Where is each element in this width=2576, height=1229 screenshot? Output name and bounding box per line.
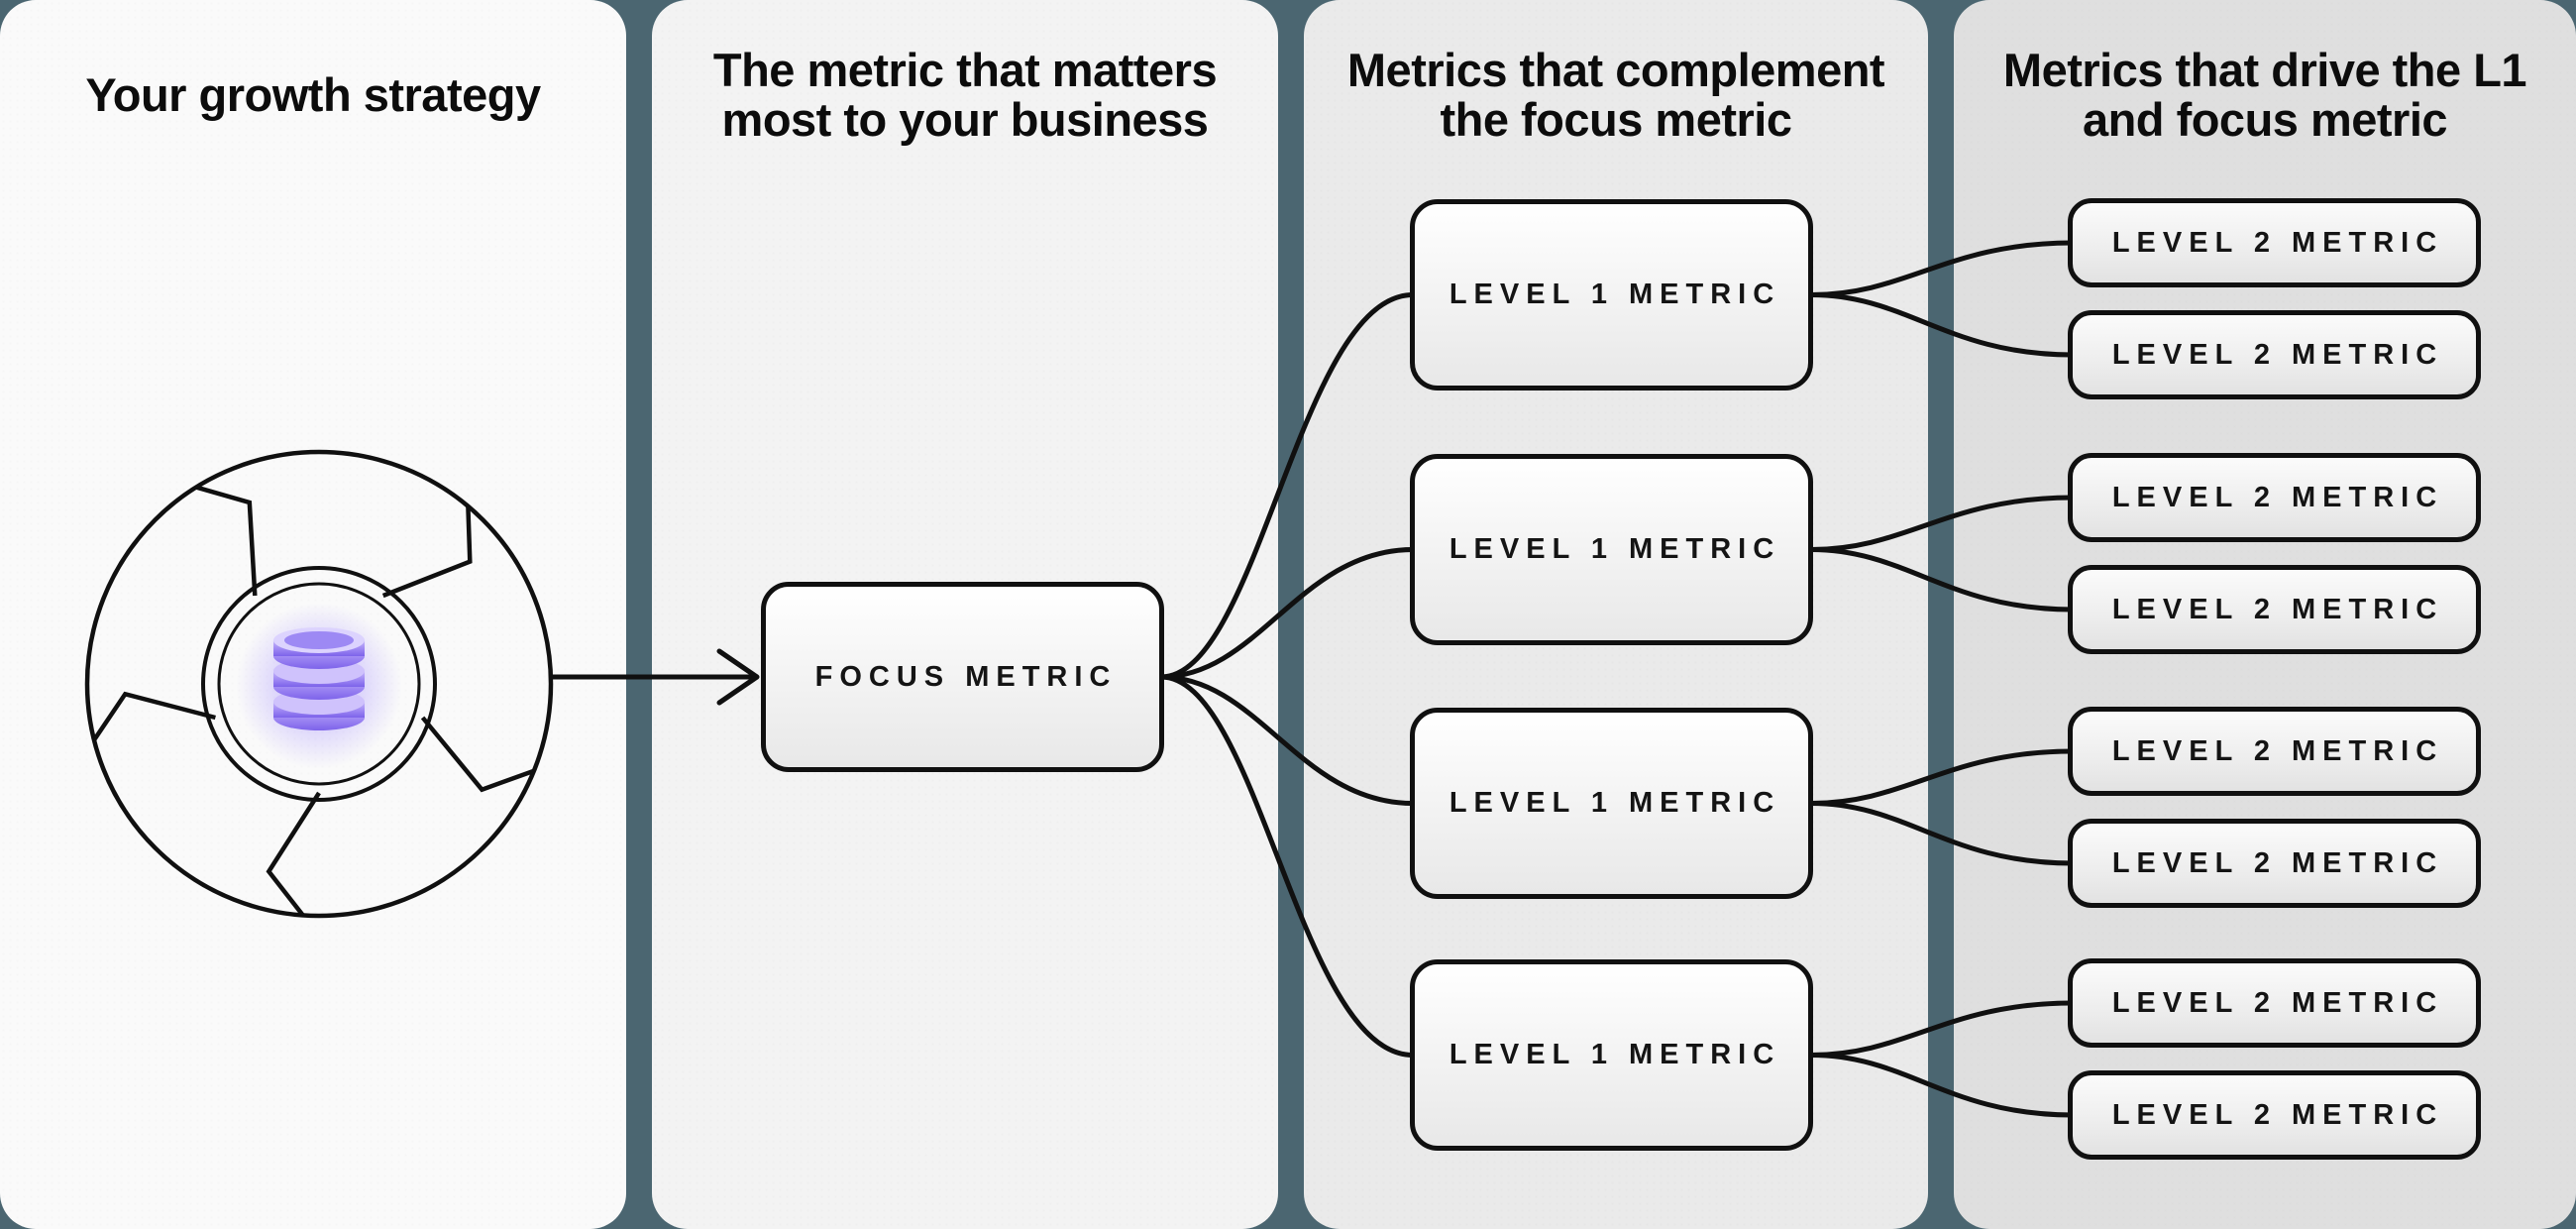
level2-metric-label: LEVEL 2 METRIC — [2111, 846, 2444, 879]
level1-metric-node-4: LEVEL 1 METRIC — [1410, 959, 1813, 1151]
level1-metric-label: LEVEL 1 METRIC — [1449, 533, 1781, 565]
level2-metric-node-6: LEVEL 2 METRIC — [2068, 819, 2481, 908]
level2-metric-node-2: LEVEL 2 METRIC — [2068, 310, 2481, 399]
level1-metric-node-3: LEVEL 1 METRIC — [1410, 708, 1813, 899]
level2-metric-node-5: LEVEL 2 METRIC — [2068, 707, 2481, 796]
level2-metric-node-1: LEVEL 2 METRIC — [2068, 198, 2481, 287]
level2-metric-node-8: LEVEL 2 METRIC — [2068, 1070, 2481, 1160]
panel-title-level2-column: Metrics that drive the L1 and focus metr… — [1954, 44, 2576, 147]
level2-metric-node-3: LEVEL 2 METRIC — [2068, 453, 2481, 542]
level2-metric-label: LEVEL 2 METRIC — [2111, 1098, 2444, 1131]
level2-metric-node-4: LEVEL 2 METRIC — [2068, 565, 2481, 654]
title-line: Metrics that drive the L1 — [2002, 44, 2527, 96]
level2-metric-node-7: LEVEL 2 METRIC — [2068, 958, 2481, 1048]
level2-metric-label: LEVEL 2 METRIC — [2111, 734, 2444, 767]
title-line: and focus metric — [2082, 93, 2448, 146]
level2-metric-label: LEVEL 2 METRIC — [2111, 986, 2444, 1019]
level1-metric-label: LEVEL 1 METRIC — [1449, 1039, 1781, 1070]
focus-metric-node: FOCUS METRIC — [761, 582, 1164, 772]
panel-title-level1-column: Metrics that complement the focus metric — [1304, 44, 1928, 147]
level2-metric-label: LEVEL 2 METRIC — [2111, 226, 2444, 259]
level1-metric-label: LEVEL 1 METRIC — [1449, 279, 1781, 310]
level2-metric-label: LEVEL 2 METRIC — [2111, 338, 2444, 371]
panel-your-growth-strategy: Your growth strategy — [0, 0, 626, 1229]
title-line: Metrics that complement — [1346, 44, 1885, 96]
title-line: Your growth strategy — [85, 68, 541, 121]
level1-metric-node-2: LEVEL 1 METRIC — [1410, 454, 1813, 645]
title-line: The metric that matters — [712, 44, 1218, 96]
level1-metric-label: LEVEL 1 METRIC — [1449, 787, 1781, 819]
level1-metric-node-1: LEVEL 1 METRIC — [1410, 199, 1813, 391]
panel-title-focus-metric-column: The metric that matters most to your bus… — [652, 44, 1278, 147]
panel-title-your-growth-strategy: Your growth strategy — [0, 44, 626, 147]
focus-metric-label: FOCUS METRIC — [814, 660, 1118, 693]
level2-metric-label: LEVEL 2 METRIC — [2111, 481, 2444, 513]
level2-metric-label: LEVEL 2 METRIC — [2111, 593, 2444, 625]
title-line: the focus metric — [1440, 93, 1792, 146]
title-line: most to your business — [721, 93, 1209, 146]
